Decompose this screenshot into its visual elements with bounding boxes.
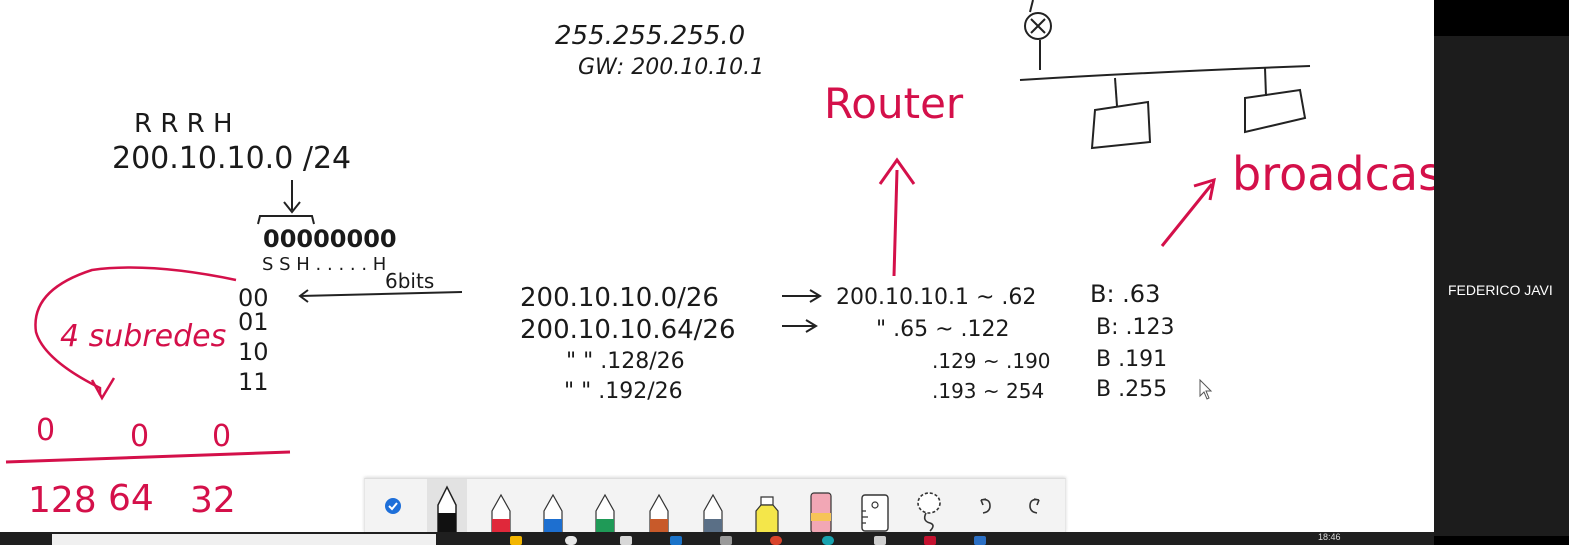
subnet-bits-10: 10 [238, 338, 269, 366]
ballpoint-pen-tool[interactable] [427, 479, 467, 533]
taskbar-search-box[interactable] [52, 534, 436, 545]
mask-note: 255.255.255.0 [555, 21, 745, 51]
subnet-1-network: 200.10.10.0/26 [520, 283, 719, 313]
drawing-toolbar [364, 478, 1066, 533]
pen-blue-tool[interactable] [533, 479, 573, 533]
highlighter-tool[interactable] [747, 479, 787, 533]
network-diagram [1019, 0, 1311, 150]
eraser-tool[interactable] [801, 479, 841, 533]
pen-galaxy-tool[interactable] [639, 479, 679, 533]
subnet-table: 200.10.10.0/26 200.10.10.64/26 " " .128/… [520, 280, 1174, 404]
bit-placeholder-1: 0 [36, 413, 55, 448]
app-icon-3[interactable] [620, 536, 632, 545]
bit-value-32: 32 [190, 480, 236, 521]
subnets-note: 4 subredes [60, 319, 226, 354]
subnet-bits-00: 00 [238, 284, 269, 312]
subnet-bits-list: 00 01 10 11 [238, 284, 269, 396]
subnet-4-range: .193 ~ 254 [932, 379, 1044, 403]
pen-icon-teal [703, 493, 723, 533]
subnet-bits-11: 11 [238, 368, 269, 396]
gateway-note: GW: 200.10.10.1 [578, 55, 764, 80]
app-icon-6[interactable] [770, 536, 782, 545]
redo-button[interactable] [1015, 479, 1055, 533]
pen-icon-galaxy [649, 493, 669, 533]
bit-placeholder-2: 0 [130, 419, 149, 454]
whiteboard-drawing: 255.255.255.0 GW: 200.10.10.1 R R R H 20… [5, 0, 1434, 521]
subnet-4-broadcast: B .255 [1096, 377, 1167, 402]
undo-button[interactable] [965, 479, 1005, 533]
network-address: 200.10.10.0 /24 [112, 141, 351, 176]
ruler-icon [861, 494, 889, 532]
bits-note: 6bits [385, 269, 434, 293]
subnet-1-broadcast: B: .63 [1090, 280, 1160, 308]
participant-name: FEDERICO JAVI [1448, 282, 1553, 298]
app-icon-8[interactable] [874, 536, 886, 545]
lasso-icon [917, 492, 941, 532]
router-label: Router [824, 79, 964, 128]
subnet-3-network: " " .128/26 [566, 349, 685, 374]
bit-value-64: 64 [108, 478, 154, 519]
taskbar-clock[interactable]: 18:46 [1318, 532, 1341, 542]
whiteboard-canvas[interactable]: 255.255.255.0 GW: 200.10.10.1 R R R H 20… [0, 0, 1434, 532]
subnet-3-broadcast: B .191 [1096, 347, 1167, 372]
app-icon-4[interactable] [670, 536, 682, 545]
taskbar: 18:46 [0, 532, 1434, 545]
pen-icon-blue [543, 493, 563, 533]
pen-green-tool[interactable] [585, 479, 625, 533]
subnet-2-broadcast: B: .123 [1096, 315, 1174, 340]
subnet-2-range: " .65 ~ .122 [876, 317, 1010, 342]
broadcast-label: broadcast [1232, 147, 1434, 201]
subnet-2-network: 200.10.10.64/26 [520, 315, 736, 345]
bit-placeholder-3: 0 [212, 419, 231, 454]
video-participant-panel: FEDERICO JAVI [1434, 0, 1569, 545]
participant-video-tile[interactable] [1434, 36, 1569, 536]
pen-icon-green [595, 493, 615, 533]
subnet-1-range: 200.10.10.1 ~ .62 [836, 285, 1036, 310]
bit-roles: R R R H [134, 109, 233, 139]
touch-writing-icon [385, 498, 401, 514]
lasso-tool[interactable] [909, 479, 949, 533]
file-explorer-icon[interactable] [510, 536, 522, 545]
ruler-tool[interactable] [855, 479, 895, 533]
pen-icon-red [491, 493, 511, 533]
host-octet-bits: 00000000 [263, 225, 397, 253]
pen-icon-black [437, 485, 457, 533]
undo-icon [980, 498, 991, 514]
app-icon-9[interactable] [924, 536, 936, 545]
pen-teal-tool[interactable] [693, 479, 733, 533]
app-icon-7[interactable] [822, 536, 834, 545]
app-icon-5[interactable] [720, 536, 732, 545]
subnet-bits-01: 01 [238, 308, 269, 336]
touch-writing-toggle[interactable] [373, 479, 413, 533]
chrome-icon[interactable] [565, 536, 577, 545]
eraser-icon [810, 492, 832, 533]
bit-roles-below: S S H . . . . . H [262, 254, 386, 275]
mouse-pointer-icon [1199, 378, 1213, 400]
pen-red-tool[interactable] [481, 479, 521, 533]
bit-value-128: 128 [28, 480, 97, 521]
app-icon-10[interactable] [974, 536, 986, 545]
redo-icon [1029, 498, 1040, 514]
subnet-3-range: .129 ~ .190 [932, 349, 1051, 373]
highlighter-icon [755, 496, 779, 533]
subnet-4-network: " " .192/26 [564, 379, 683, 404]
